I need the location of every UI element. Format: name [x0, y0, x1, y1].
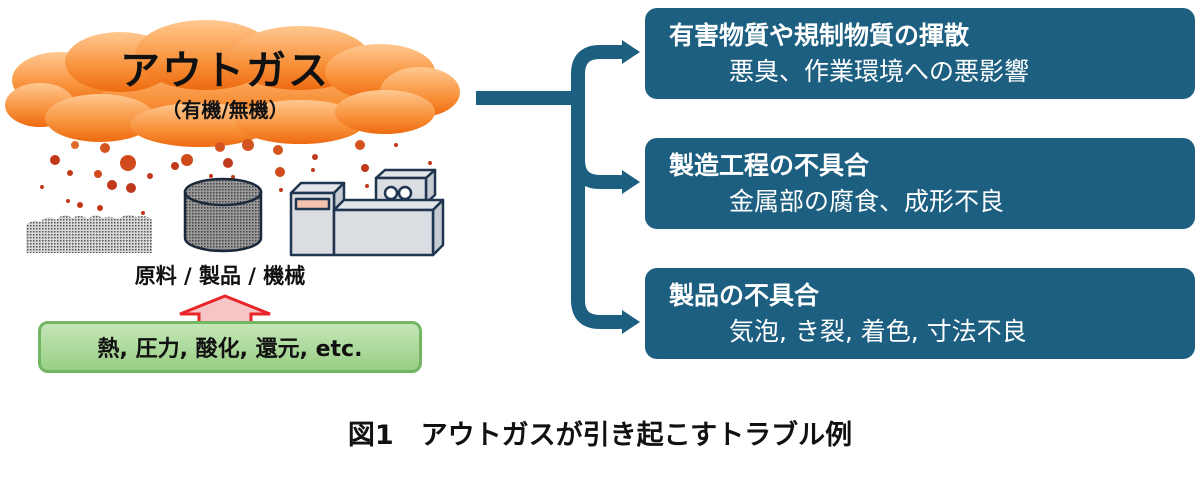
result-title: 有害物質や規制物質の揮散	[669, 21, 970, 50]
arrow-head-3	[622, 310, 640, 334]
arrow-head-2	[622, 170, 640, 194]
outgas-droplets	[40, 139, 432, 215]
result-detail: 悪臭、作業環境への悪影響	[729, 57, 1030, 86]
result-title: 製造工程の不具合	[669, 151, 870, 180]
result-detail: 気泡, き裂, 着色, 寸法不良	[729, 317, 1027, 346]
result-box-2: 製造工程の不具合 金属部の腐食、成形不良	[645, 138, 1195, 229]
objects-label: 原料 / 製品 / 機械	[134, 264, 306, 288]
result-box-3: 製品の不具合 気泡, き裂, 着色, 寸法不良	[645, 268, 1195, 359]
arrow-head-1	[622, 40, 640, 64]
product-icon	[183, 177, 263, 253]
cloud-title: アウトガス	[120, 48, 330, 94]
branch-connector	[476, 45, 625, 329]
machine-icon	[289, 168, 445, 257]
raw-material-icon	[26, 214, 152, 253]
cloud-subtitle: （有機/無機）	[161, 98, 289, 122]
causes-box: 熱, 圧力, 酸化, 還元, etc.	[38, 321, 422, 373]
result-title: 製品の不具合	[669, 281, 820, 310]
figure-caption: 図1 アウトガスが引き起こすトラブル例	[347, 420, 853, 451]
causes-label: 熱, 圧力, 酸化, 還元, etc.	[97, 337, 363, 362]
result-box-1: 有害物質や規制物質の揮散 悪臭、作業環境への悪影響	[645, 8, 1195, 99]
result-detail: 金属部の腐食、成形不良	[729, 187, 1005, 216]
outgas-cloud	[5, 20, 460, 147]
